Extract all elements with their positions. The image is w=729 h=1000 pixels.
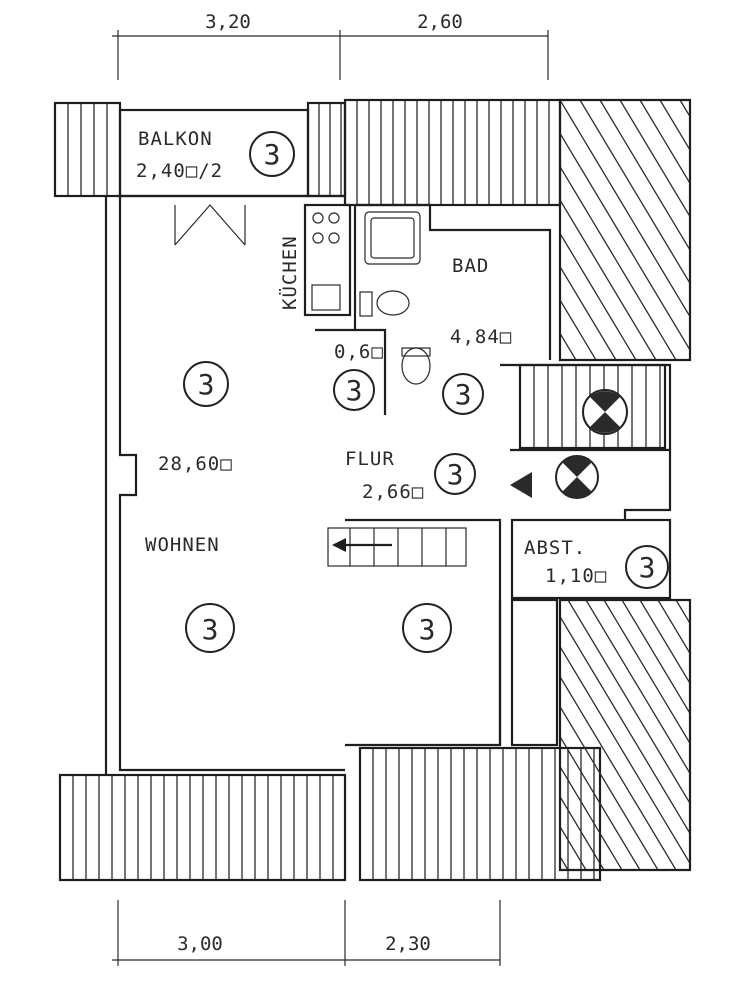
stair-wall: [500, 363, 672, 450]
washbasin-icon: [359, 290, 410, 317]
svg-text:3: 3: [198, 368, 215, 401]
marker-balkon: 3: [249, 131, 295, 177]
hall-bottom-wall: [345, 600, 502, 747]
cabinet-wall: [510, 598, 559, 747]
dimension-bottom-left: 3,00: [177, 933, 223, 955]
marker-wc: 3: [333, 369, 375, 411]
marker-flur: 3: [434, 453, 476, 495]
svg-text:3: 3: [202, 613, 219, 646]
arrow-left-icon: [510, 472, 532, 498]
svg-text:3: 3: [419, 613, 436, 646]
room-area-balkon: 2,40□/2: [136, 160, 223, 182]
svg-text:3: 3: [639, 551, 656, 584]
room-name-flur: FLUR: [345, 448, 395, 470]
balcony-door: [174, 204, 246, 246]
room-name-kuechen: KÜCHEN: [278, 235, 301, 310]
toilet-icon: [401, 347, 431, 385]
shower-icon: [364, 211, 421, 265]
stair-landing-wall: [510, 448, 672, 520]
marker-abst: 3: [625, 545, 669, 589]
svg-text:3: 3: [346, 374, 363, 407]
arrow-left-icon: [332, 538, 392, 552]
kitchen-counter: [303, 203, 352, 317]
walls: [104, 108, 672, 775]
room-area-wc: 0,6□: [334, 341, 384, 363]
room-area-bad: 4,84□: [450, 326, 512, 348]
room-area-flur: 2,66□: [362, 481, 424, 503]
fan-icon: [555, 455, 599, 499]
roof-hatch-bottom-left: [58, 773, 347, 882]
wc-wall: [315, 328, 387, 415]
room-name-abst: ABST.: [524, 537, 586, 559]
roof-hatch-top-middle: [343, 98, 562, 207]
room-name-balkon: BALKON: [138, 128, 213, 150]
stove-icon: [311, 212, 341, 311]
storage-wall: [510, 518, 672, 600]
fan-icon: [582, 389, 628, 435]
svg-text:3: 3: [455, 378, 472, 411]
dimension-lines: [112, 30, 549, 966]
marker-wohnen-bottom-left: 3: [185, 603, 235, 653]
svg-text:3: 3: [447, 458, 464, 491]
entrance-steps: [327, 527, 467, 567]
bathroom-wall: [355, 203, 552, 360]
living-room-wall: [118, 196, 345, 772]
marker-bad: 3: [442, 373, 484, 415]
room-area-wohnen: 28,60□: [158, 453, 233, 475]
room-name-wohnen: WOHNEN: [145, 534, 220, 556]
svg-text:3: 3: [264, 138, 281, 171]
room-name-bad: BAD: [452, 255, 489, 277]
dimension-top-right: 2,60: [417, 11, 463, 33]
dimension-top-left: 3,20: [205, 11, 251, 33]
roof-hatch-top-left: [53, 101, 122, 198]
dimension-bottom-right: 2,30: [385, 933, 431, 955]
roof-hatch-bottom-middle: [358, 746, 602, 882]
room-area-abst: 1,10□: [545, 565, 607, 587]
roof-hatch-top-balcony-right: [306, 101, 347, 198]
marker-wohnen-top: 3: [183, 361, 229, 407]
marker-wohnen-bottom-right: 3: [402, 603, 452, 653]
